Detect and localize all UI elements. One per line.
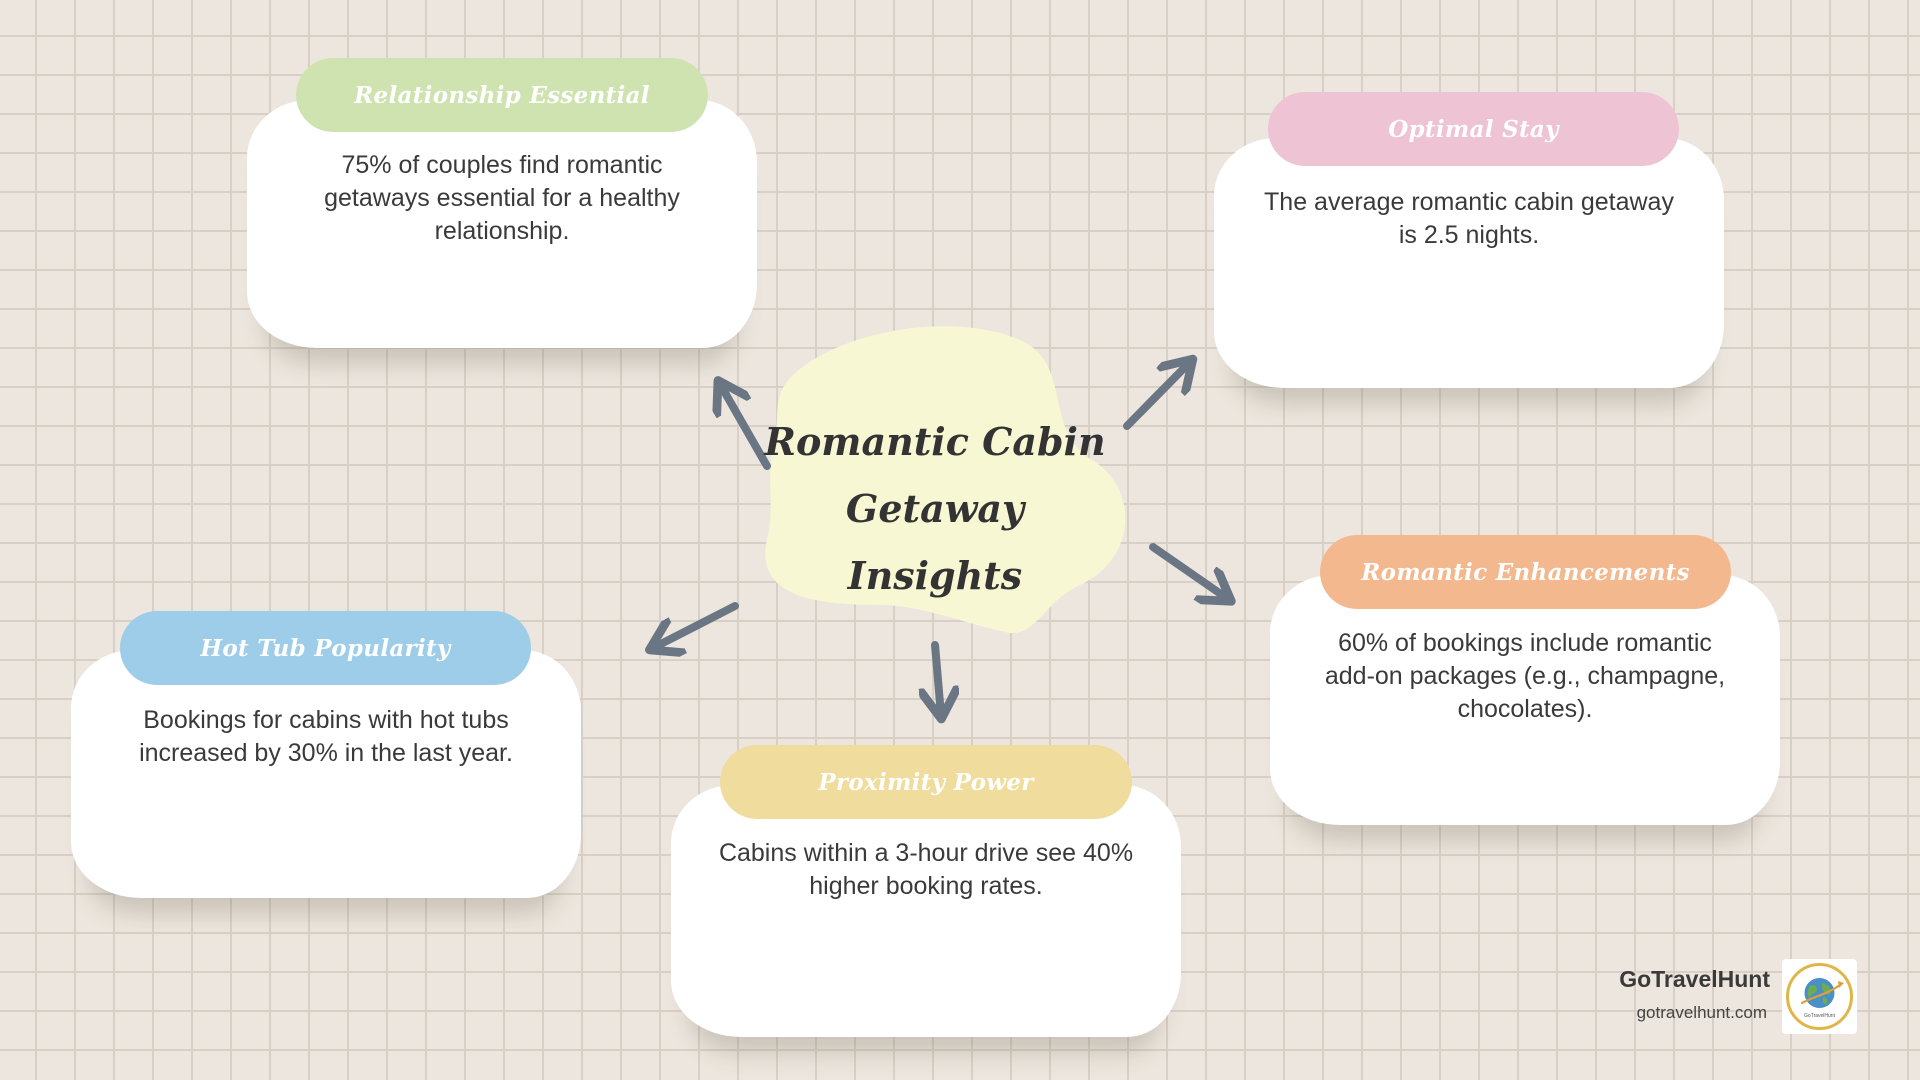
card-hot-tub-text: Bookings for cabins with hot tubs increa… xyxy=(139,706,513,767)
center-title-line-1: Romantic Cabin xyxy=(764,419,1106,464)
card-proximity-text: Cabins within a 3-hour drive see 40% hig… xyxy=(718,839,1134,900)
pill-hot-tub-label: Hot Tub Popularity xyxy=(200,634,451,662)
pill-optimal-stay-label: Optimal Stay xyxy=(1388,115,1559,143)
pill-proximity-power: Proximity Power xyxy=(720,745,1132,819)
brand-name: GoTravelHunt xyxy=(1619,966,1770,992)
card-relationship-essential: 75% of couples find romantic getaways es… xyxy=(247,100,757,348)
arrow-to-optimal-stay xyxy=(1123,362,1190,430)
center-title: Romantic Cabin Getaway Insights xyxy=(760,408,1110,609)
pill-proximity-label: Proximity Power xyxy=(818,768,1034,796)
arrow-to-hot-tub xyxy=(653,602,739,648)
pill-relationship-essential: Relationship Essential xyxy=(296,58,708,132)
card-optimal-stay-text: The average romantic cabin getaway is 2.… xyxy=(1264,188,1674,249)
pill-enhancements-label: Romantic Enhancements xyxy=(1361,558,1690,586)
card-enhancements-text: 60% of bookings include romantic add-on … xyxy=(1324,629,1726,723)
pill-romantic-enhancements: Romantic Enhancements xyxy=(1320,535,1731,609)
card-hot-tub-popularity: Bookings for cabins with hot tubs increa… xyxy=(71,650,581,898)
logo-caption: GoTravelHunt xyxy=(1804,1013,1836,1019)
pill-optimal-stay: Optimal Stay xyxy=(1268,92,1679,166)
brand-url: gotravelhunt.com xyxy=(1636,1003,1767,1022)
card-relationship-text: 75% of couples find romantic getaways es… xyxy=(324,151,680,245)
pill-hot-tub-popularity: Hot Tub Popularity xyxy=(120,611,531,685)
center-blob xyxy=(765,326,1126,634)
card-optimal-stay: The average romantic cabin getaway is 2.… xyxy=(1214,138,1724,388)
card-proximity-power: Cabins within a 3-hour drive see 40% hig… xyxy=(671,785,1181,1037)
arrow-to-relationship xyxy=(720,384,771,470)
globe-logo-icon: GoTravelHunt xyxy=(1786,963,1853,1030)
arrow-to-enhancements xyxy=(1149,543,1228,599)
card-romantic-enhancements: 60% of bookings include romantic add-on … xyxy=(1270,575,1780,825)
pill-relationship-label: Relationship Essential xyxy=(354,81,650,109)
arrow-to-proximity xyxy=(935,641,941,715)
center-title-line-2: Getaway Insights xyxy=(845,486,1025,598)
brand-logo: GoTravelHunt xyxy=(1782,959,1857,1034)
